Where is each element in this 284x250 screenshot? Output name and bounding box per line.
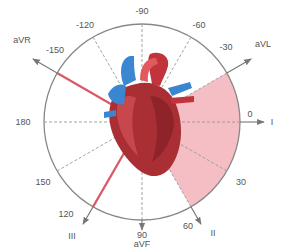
axis-label: 150 (34, 177, 51, 187)
axis-label: aVR (12, 35, 32, 45)
axis-label: aVF (133, 239, 152, 249)
axis-label: -90 (134, 6, 149, 16)
axis-label: 0 (246, 109, 253, 119)
axis-label: aVL (254, 39, 272, 49)
axis-label: 120 (57, 209, 74, 219)
reference-circle (44, 24, 240, 220)
lead-arrow (227, 59, 251, 73)
axis-label: III (67, 231, 77, 241)
heart-illustration (104, 53, 194, 176)
axis-spokes (44, 24, 240, 220)
axis-label: -60 (191, 20, 206, 30)
axis-label: -30 (218, 42, 233, 52)
lead-arrows (33, 59, 264, 230)
lead-arrow (240, 121, 264, 122)
lead-arrow (141, 220, 142, 230)
axis-label: 30 (235, 177, 247, 187)
axis-label: 180 (14, 117, 31, 127)
lead-arrow (33, 59, 57, 73)
axis-label: II (209, 228, 216, 238)
axis-label: -150 (45, 45, 65, 55)
axis-label: 60 (182, 221, 194, 231)
axis-label: I (270, 117, 275, 127)
axis-label: -120 (75, 20, 95, 30)
lead-arrow (83, 207, 93, 224)
